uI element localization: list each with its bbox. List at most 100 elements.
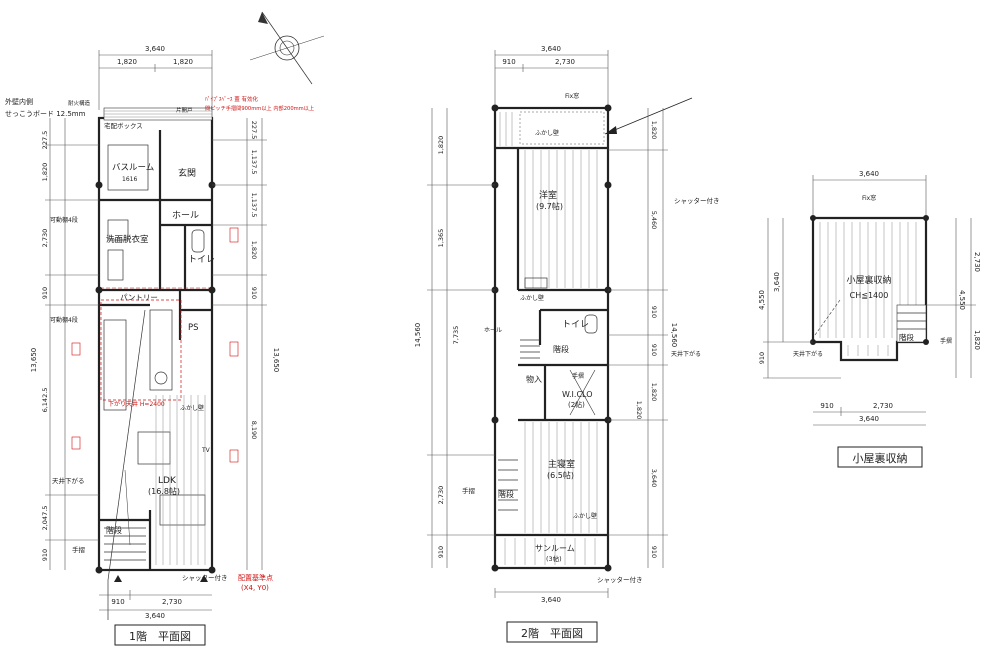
room-stairs-1f: 階段 [106, 525, 122, 535]
note-tv: TV [201, 447, 211, 454]
note-fix-window-attic: Fix窓 [862, 194, 876, 202]
note-ceiling-down-1f: 天井下がる [52, 476, 85, 485]
room-sunroom-size: (3帖) [546, 554, 562, 563]
floor2-dim-top-left: 910 [502, 58, 515, 66]
floor1-dim-left-2: 2,730 [41, 229, 49, 248]
note-shelf-1: 可動棚4段 [50, 216, 78, 224]
note-delivery-box: 宅配ボックス [104, 121, 143, 130]
floor2-dim-right-2: 910 [650, 306, 658, 318]
floor1-dim-right-3: 1,820 [250, 241, 258, 260]
room-sunroom: サンルーム [535, 544, 575, 553]
floor1-dim-left-4: 6,142.5 [41, 388, 49, 413]
floor2-dim-left-1: 1,365 [437, 229, 445, 248]
note-shutter-2f-1: シャッター付き [674, 196, 720, 205]
attic-room-ch: CH≦1400 [850, 291, 889, 300]
room-western-size: (9.7帖) [536, 201, 563, 211]
note-fukashi-2f-1: ふかし壁 [535, 129, 559, 137]
floor2-dim-right-0: 1,820 [650, 121, 658, 140]
room-toilet-2f: トイレ [562, 320, 589, 330]
attic-dim-right-lower: 1,820 [973, 330, 981, 350]
note-fukashi-1f: ふかし壁 [180, 404, 204, 412]
floor1-dim-top-total: 3,640 [145, 45, 165, 53]
floor2-dim-right-total: 14,560 [670, 323, 678, 348]
room-bath: バスルーム [112, 163, 154, 173]
note-shutter-2f-2: シャッター付き [597, 575, 643, 584]
floor2-dim-right-6: 3,640 [650, 469, 658, 488]
note-handrail-1f: 手摺 [72, 545, 86, 554]
compass-icon [249, 11, 325, 85]
note-fukashi-2f-3: ふかし壁 [520, 294, 544, 302]
floor2-dim-right-5: 1,820 [635, 401, 643, 420]
note-ceiling-down-2f: 天井下がる [671, 350, 701, 358]
attic-room: 小屋裏収納 [846, 274, 891, 286]
attic-dim-top-total: 3,640 [859, 170, 879, 178]
floor1-dim-left-3: 910 [41, 287, 49, 299]
floor1-dim-bottom-left: 910 [111, 598, 124, 606]
floor2-dim-left-4: 910 [437, 546, 445, 558]
attic-labels: 3,640 Fix窓 小屋裏収納 CH≦1400 階段 天井下がる 手摺 910… [758, 170, 981, 468]
floor2-title: 2階 平面図 [521, 626, 583, 640]
floor1-dim-right-total: 13,650 [272, 348, 280, 373]
attic-dim-left-total: 4,550 [758, 290, 766, 310]
floor2-plan [427, 50, 693, 598]
floor2-dim-right-3: 910 [650, 344, 658, 356]
note-pipe: ﾊﾟｲﾌﾟｽﾍﾟｰｽ 蓋 有効化 [205, 95, 258, 103]
attic-dim-left-small: 910 [758, 352, 766, 364]
note-handrail-2f-1: 手摺 [572, 372, 584, 380]
room-ps: PS [188, 323, 199, 333]
room-wic: W.I.CLO [562, 390, 593, 399]
floor2-dim-left-0: 1,820 [437, 136, 445, 155]
attic-title: 小屋裏収納 [853, 451, 908, 465]
room-ldk: LDK [158, 476, 177, 486]
note-ceiling-down-attic: 天井下がる [793, 350, 823, 358]
note-shutter-1f: シャッター付き [182, 573, 228, 582]
attic-plan [763, 175, 976, 426]
attic-dim-bottom-total: 3,640 [859, 415, 879, 423]
floor1-dim-right-0: 227.5 [250, 121, 258, 140]
room-wic-size: (2帖) [568, 400, 585, 409]
room-hall-2f: ホール [484, 327, 502, 334]
floor2-dim-right-7: 910 [650, 546, 658, 558]
floor2-dim-right-4: 1,820 [650, 383, 658, 402]
floor1-dim-left-6: 910 [41, 549, 49, 561]
attic-dim-right-total: 4,550 [958, 290, 966, 310]
room-hall: ホール [172, 210, 199, 221]
floor1-dim-left-5: 2,047.5 [41, 506, 49, 531]
note-rail: 間ピッチ手摺間900mm以上 内部200mm以上 [205, 104, 314, 112]
floor1-dim-right-4: 910 [250, 287, 258, 299]
note-open-door: 片開戸 [176, 106, 193, 114]
room-western: 洋室 [539, 189, 557, 201]
floor1-dim-top-right: 1,820 [173, 58, 193, 66]
attic-dim-bottom-right: 2,730 [873, 402, 893, 410]
floor1-plan: 3,640 1,820 1,820 [45, 45, 267, 620]
note-base-point: 配置基準点 [238, 573, 273, 582]
attic-dim-right-upper: 2,730 [973, 252, 981, 272]
floor1-dim-left-total: 13,650 [30, 348, 38, 373]
floor1-dim-right-2: 1,137.5 [250, 193, 258, 218]
floor1-dim-right-1: 1,137.5 [250, 150, 258, 175]
note-handrail-attic: 手摺 [940, 337, 952, 345]
floor2-dim-top-right: 2,730 [555, 58, 575, 66]
room-stairs-2f: 階段 [553, 344, 569, 354]
floor1-dim-bottom-right: 2,730 [162, 598, 182, 606]
floor1-dim-top-left: 1,820 [117, 58, 137, 66]
note-fire-rated: 耐火構造 [68, 99, 91, 107]
attic-stairs: 階段 [899, 332, 914, 342]
note-fix-window-2f: Fix窓 [565, 92, 579, 100]
room-ldk-size: (16.8帖) [148, 486, 180, 496]
room-storage: 物入 [526, 374, 542, 384]
attic-dim-left-inner: 3,640 [773, 272, 781, 292]
floor2-labels: 3,640 910 2,730 Fix窓 ふかし壁 洋室 (9.7帖) シャッタ… [414, 45, 720, 643]
floor2-dim-left-2: 7,735 [452, 326, 460, 345]
floor2-dim-top-total: 3,640 [541, 45, 561, 53]
floor1-dim-right-5: 8,190 [250, 421, 258, 440]
floor1-dim-bottom-total: 3,640 [145, 612, 165, 620]
floor2-dim-left-total: 14,560 [414, 323, 422, 348]
floor2-dim-right-1: 5,460 [650, 211, 658, 230]
room-toilet: トイレ [188, 255, 215, 265]
note-handrail-2f-2: 手摺 [462, 486, 476, 495]
note-shelf-2: 可動棚4段 [50, 316, 78, 324]
note-gypsum: せっこうボード 12.5mm [5, 110, 86, 118]
room-master-size: (6.5帖) [547, 470, 574, 480]
